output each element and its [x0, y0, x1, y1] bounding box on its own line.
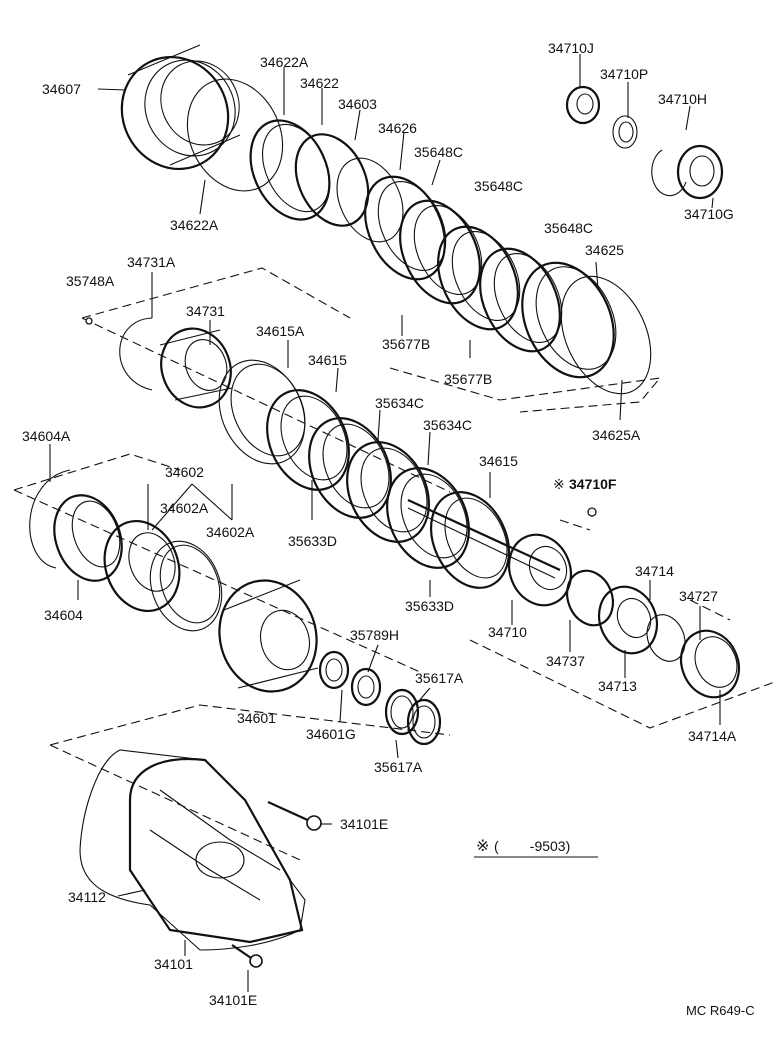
label-35617A-top: 35617A [415, 670, 464, 686]
label-35648C-2: 35648C [474, 178, 523, 194]
label-34625: 34625 [585, 242, 624, 258]
label-35648C-1: 35648C [414, 144, 463, 160]
label-34622A-bottom: 34622A [170, 217, 219, 233]
assembly-boundaries [13, 267, 776, 861]
label-35633D-2: 35633D [405, 598, 454, 614]
label-34626: 34626 [378, 120, 417, 136]
label-34713: 34713 [598, 678, 637, 694]
label-34710F-marker: ※ [553, 476, 565, 492]
label-34710G: 34710G [684, 206, 734, 222]
part-34607-drum [120, 44, 241, 171]
label-34622A-top: 34622A [260, 54, 309, 70]
part-34604-34602-group [29, 469, 223, 632]
footnote-mark: ※ [476, 838, 489, 855]
label-35677B-2: 35677B [444, 371, 492, 387]
label-34615A: 34615A [256, 323, 305, 339]
label-34737: 34737 [546, 653, 585, 669]
leader-lines [49, 54, 721, 992]
label-34604: 34604 [44, 607, 83, 623]
label-35617A-bottom: 35617A [374, 759, 423, 775]
middle-clutch-pack [218, 359, 510, 589]
label-34602A-1: 34602A [160, 500, 209, 516]
label-35634C-1: 35634C [375, 395, 424, 411]
label-34727: 34727 [679, 588, 718, 604]
part-34731-assembly [85, 317, 233, 409]
label-34603: 34603 [338, 96, 377, 112]
part-34601-drum [218, 579, 442, 746]
label-34731A: 34731A [127, 254, 176, 270]
label-34714: 34714 [635, 563, 674, 579]
label-34604A: 34604A [22, 428, 71, 444]
label-34710F: 34710F [569, 476, 617, 492]
label-34601: 34601 [237, 710, 276, 726]
upper-clutch-pack [186, 78, 652, 395]
shaft-gear-set [407, 499, 741, 699]
label-35789H: 35789H [350, 627, 399, 643]
label-34112: 34112 [68, 889, 106, 905]
label-34710J: 34710J [548, 40, 594, 56]
label-34710P: 34710P [600, 66, 648, 82]
label-34615-lower: 34615 [479, 453, 518, 469]
label-34710: 34710 [488, 624, 527, 640]
label-34731: 34731 [186, 303, 225, 319]
part-34101-case [79, 749, 322, 968]
label-34607: 34607 [42, 81, 81, 97]
label-34710H: 34710H [658, 91, 707, 107]
label-35748A: 35748A [66, 273, 115, 289]
label-34622: 34622 [300, 75, 339, 91]
footnote-text: ( -9503) [494, 838, 570, 854]
label-34602A-2: 34602A [206, 524, 255, 540]
label-34625A: 34625A [592, 427, 641, 443]
label-34601G: 34601G [306, 726, 356, 742]
label-35633D-1: 35633D [288, 533, 337, 549]
label-34615-upper: 34615 [308, 352, 347, 368]
part-number-labels: 34607 34622A 34622 34603 34626 35648C 35… [22, 40, 737, 1008]
label-34101E-bottom: 34101E [209, 992, 257, 1008]
label-35677B-1: 35677B [382, 336, 430, 352]
label-34602: 34602 [165, 464, 204, 480]
footnote: ※ ( -9503) [474, 838, 598, 858]
label-35634C-2: 35634C [423, 417, 472, 433]
top-right-parts [565, 85, 724, 200]
label-34101: 34101 [154, 956, 193, 972]
label-34101E-top: 34101E [340, 816, 388, 832]
label-35648C-3: 35648C [544, 220, 593, 236]
catalog-code: MC R649-C [686, 1003, 755, 1018]
label-34714A: 34714A [688, 728, 737, 744]
